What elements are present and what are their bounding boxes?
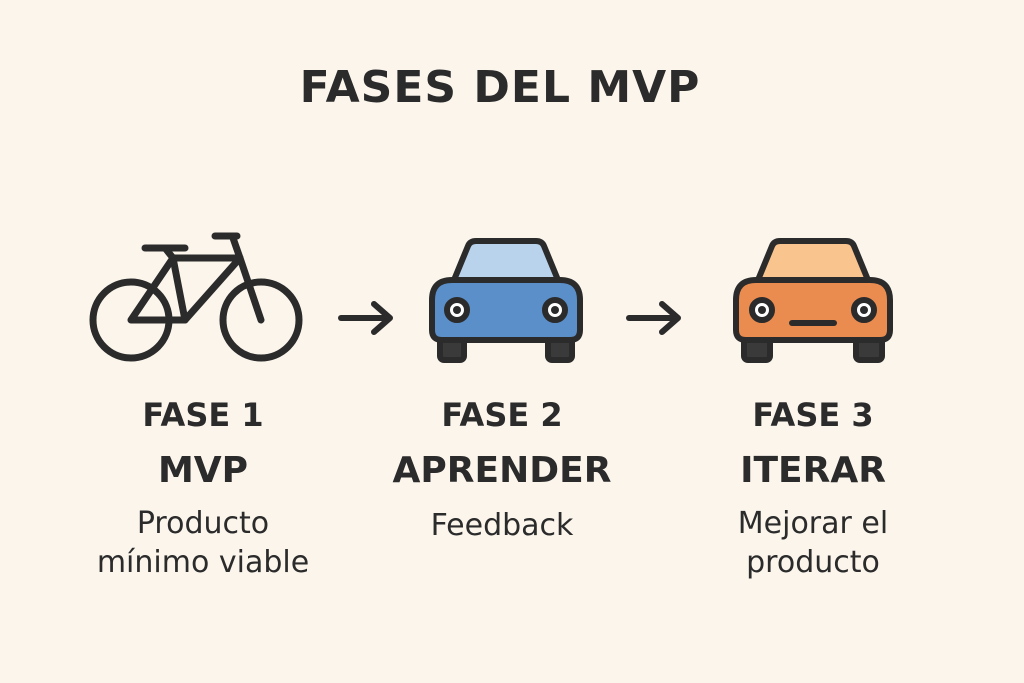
blue-car-icon: [429, 238, 583, 363]
bicycle-icon: [89, 232, 303, 362]
orange-car-icon: [733, 238, 893, 363]
phase-1-name: MVP: [157, 450, 249, 491]
phase-1-description-line: mínimo viable: [96, 545, 310, 580]
phase-3-description-line: producto: [746, 545, 880, 580]
phase-3-description-line: Mejorar el: [737, 506, 889, 541]
phase-1-description: Producto mínimo viable: [53, 504, 353, 582]
phase-3-description: Mejorar el producto: [663, 504, 963, 582]
diagram-title: FASES DEL MVP: [299, 62, 701, 113]
phase-3-label: FASE 3: [752, 396, 874, 434]
phase-2-description: Feedback: [352, 506, 652, 545]
phase-2-label: FASE 2: [441, 396, 563, 434]
phase-2-name: APRENDER: [392, 450, 612, 491]
phase-1-description-line: Producto: [136, 506, 270, 541]
phase-1-label: FASE 1: [142, 396, 264, 434]
arrow-right-icon: [338, 301, 393, 335]
phase-2-description-line: Feedback: [430, 508, 574, 543]
phase-3-name: ITERAR: [740, 450, 886, 491]
arrow-right-icon: [626, 301, 681, 335]
